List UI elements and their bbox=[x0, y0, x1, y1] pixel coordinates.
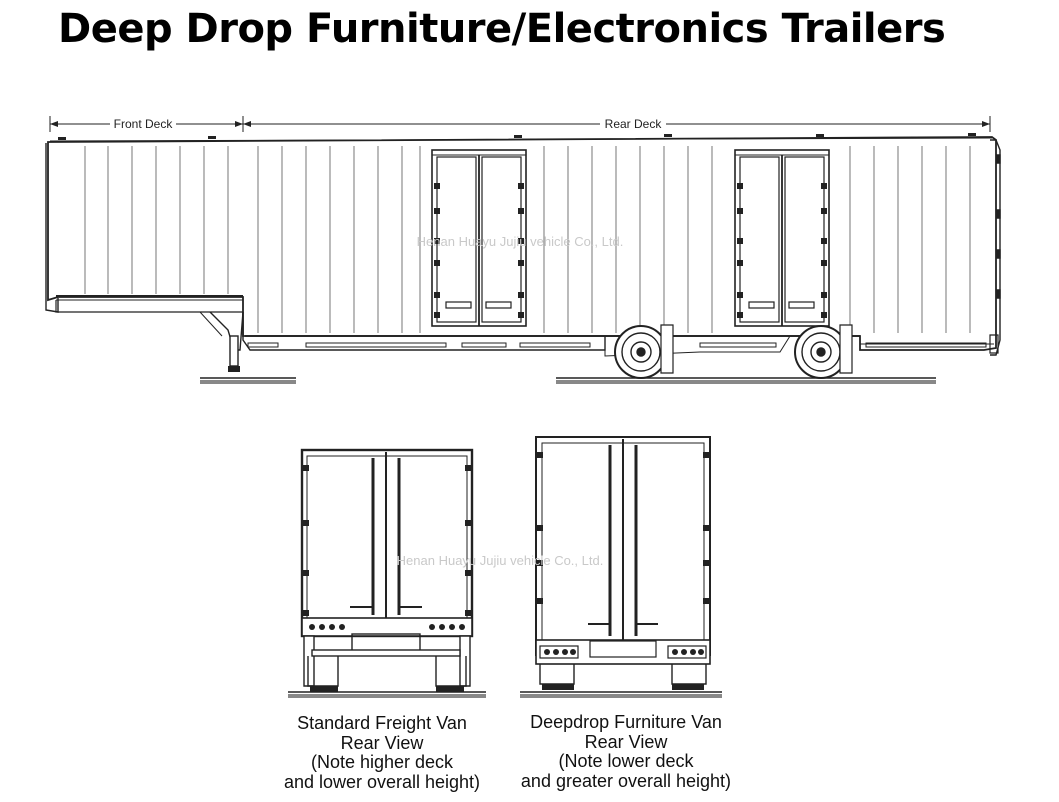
rear-deck-label: Rear Deck bbox=[605, 117, 663, 131]
mud-flaps bbox=[660, 324, 853, 374]
landing-gear bbox=[199, 311, 296, 384]
caption-line: Rear View bbox=[340, 732, 424, 753]
wheel-rear bbox=[794, 325, 848, 379]
page-title: Deep Drop Furniture/Electronics Trailers bbox=[58, 6, 946, 52]
caption-line: Standard Freight Van bbox=[297, 713, 467, 733]
deck-dimension-line: Front Deck Rear Deck bbox=[49, 116, 991, 132]
caption-line: (Note lower deck bbox=[558, 751, 694, 771]
standard-van-rear-view bbox=[288, 448, 486, 698]
caption-line: and lower overall height) bbox=[283, 771, 481, 792]
side-panel-ribs bbox=[84, 146, 971, 333]
ground-line-rear bbox=[556, 377, 936, 384]
caption-line: (Note higher deck bbox=[310, 752, 454, 772]
watermark-top: Henan Huayu Jujiu vehicle Co., Ltd. bbox=[417, 234, 624, 249]
watermark-bottom: Henan Huayu Jujiu vehicle Co., Ltd. bbox=[397, 553, 604, 568]
standard-van-caption: Standard Freight Van Rear View (Note hig… bbox=[262, 713, 502, 792]
caption-line: Deepdrop Furniture Van bbox=[530, 712, 722, 732]
caption-line: and greater overall height) bbox=[520, 770, 732, 791]
underbody-rails bbox=[247, 335, 987, 357]
side-view: Front Deck Rear Deck bbox=[45, 116, 1001, 384]
wheel-front bbox=[614, 325, 668, 379]
front-deck-label: Front Deck bbox=[114, 117, 174, 131]
caption-line: Rear View bbox=[584, 731, 668, 752]
deepdrop-van-rear-view bbox=[520, 436, 722, 698]
side-door-right bbox=[734, 149, 830, 327]
side-door-left bbox=[431, 149, 527, 327]
deepdrop-van-caption: Deepdrop Furniture Van Rear View (Note l… bbox=[506, 712, 746, 791]
